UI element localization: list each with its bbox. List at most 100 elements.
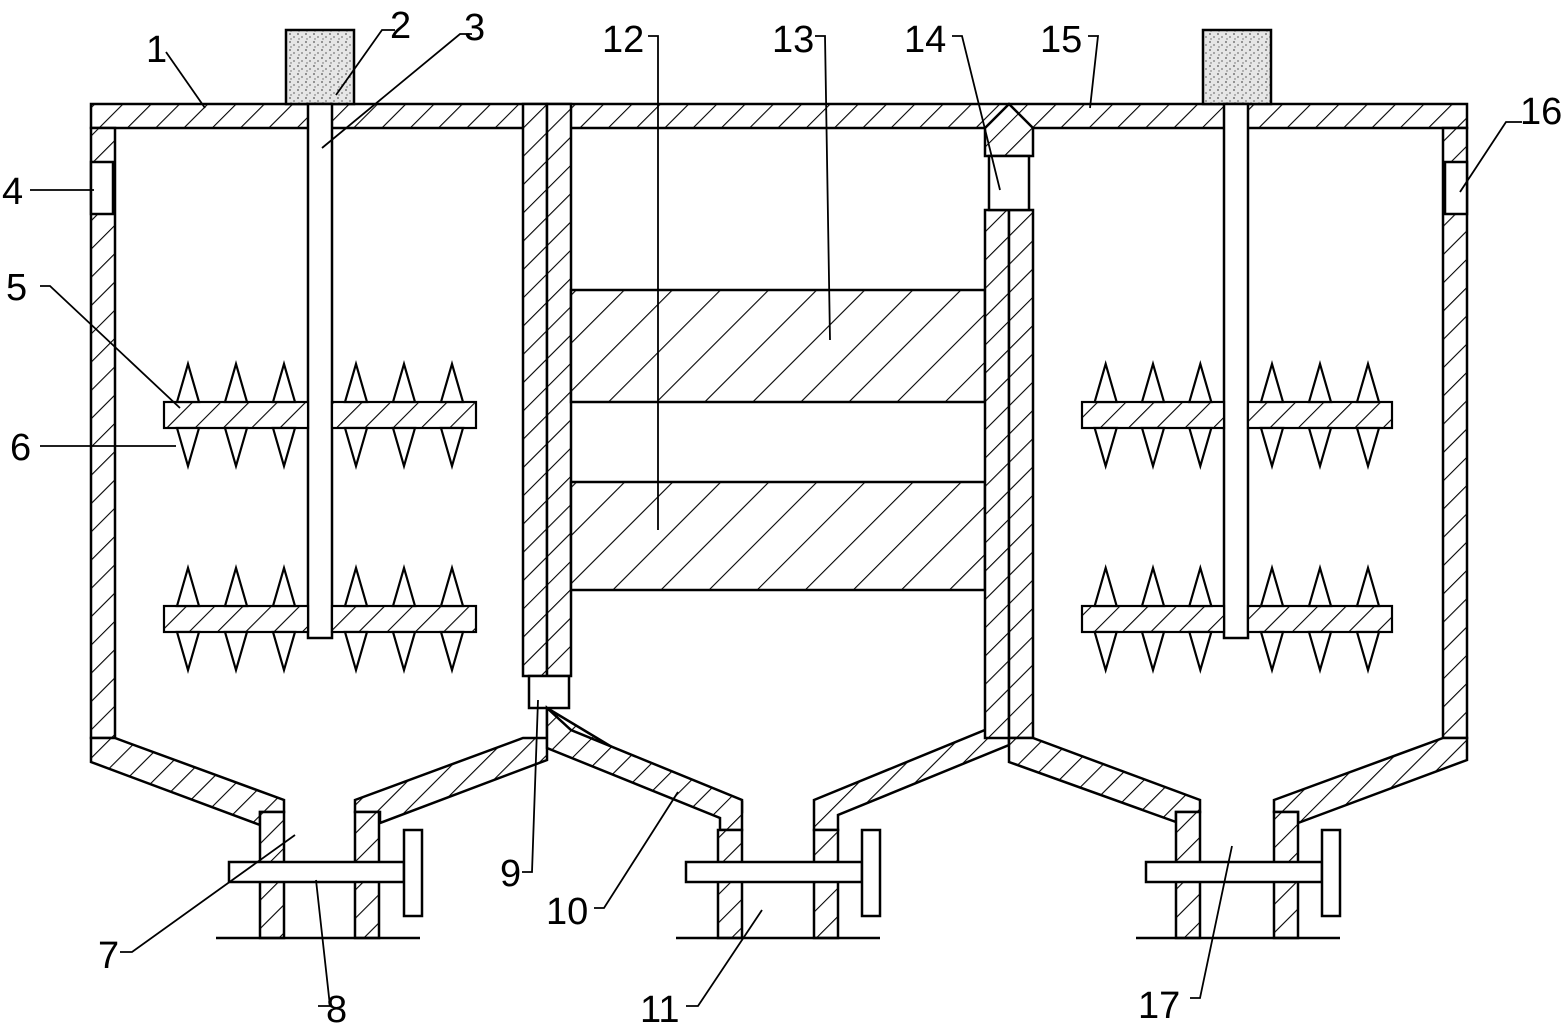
blade-tooth	[175, 564, 201, 608]
right-divider-top	[983, 102, 1035, 158]
blade-tooth	[1140, 360, 1166, 404]
blade-tooth	[1140, 630, 1166, 674]
right-tank-right-funnel	[1272, 736, 1469, 825]
middle-outlet-left-wall	[716, 828, 744, 940]
blade-tooth	[1093, 360, 1119, 404]
blade-tooth	[439, 426, 465, 470]
blade-tooth	[391, 360, 417, 404]
blade-tooth	[343, 426, 369, 470]
blade-tooth	[1187, 630, 1213, 674]
blade-tooth	[391, 564, 417, 608]
blade-tooth	[439, 360, 465, 404]
label-13: 13	[772, 19, 814, 61]
blade-tooth	[1187, 564, 1213, 608]
blade-tooth	[223, 360, 249, 404]
blade-tooth	[1307, 630, 1333, 674]
right-tank-outer-wall	[1441, 126, 1469, 740]
label-15: 15	[1040, 19, 1082, 61]
left-valve-stem	[227, 860, 406, 884]
top-cover	[89, 102, 1469, 130]
blade-tooth	[1355, 630, 1381, 674]
label-3: 3	[464, 7, 485, 49]
stirring-blade	[162, 604, 310, 634]
left-shaft	[306, 102, 334, 640]
right-tank-left-funnel	[1007, 736, 1202, 824]
label-17: 17	[1138, 985, 1180, 1027]
middle-right-funnel	[812, 728, 1011, 832]
left-divider-wall-inner	[545, 102, 573, 678]
filter-layer-lower	[569, 480, 987, 592]
label-6: 6	[10, 427, 31, 469]
blade-tooth	[1355, 564, 1381, 608]
label-11: 11	[640, 989, 679, 1031]
blade-tooth	[271, 564, 297, 608]
right-valve-handle	[1320, 828, 1342, 918]
blade-tooth	[343, 564, 369, 608]
blade-tooth	[1259, 426, 1285, 470]
middle-valve-stem	[684, 860, 864, 884]
middle-outlet-right-wall	[812, 828, 840, 940]
blade-tooth	[223, 564, 249, 608]
right-motor	[1201, 28, 1273, 106]
stirring-blade	[330, 400, 478, 430]
blade-tooth	[223, 426, 249, 470]
left-tank-outer-wall	[89, 126, 117, 740]
label-10: 10	[546, 891, 588, 933]
blade-tooth	[1093, 630, 1119, 674]
blade-tooth	[1259, 360, 1285, 404]
blade-tooth	[223, 630, 249, 674]
blade-tooth	[1259, 630, 1285, 674]
blade-tooth	[1187, 426, 1213, 470]
left-tank-left-funnel	[89, 736, 286, 827]
blade-tooth	[1307, 426, 1333, 470]
left-tank-right-funnel	[353, 736, 549, 825]
blade-tooth	[439, 630, 465, 674]
blade-tooth	[271, 630, 297, 674]
label-5: 5	[6, 267, 27, 309]
blade-tooth	[271, 360, 297, 404]
blade-tooth	[1187, 360, 1213, 404]
left-valve-handle	[402, 828, 424, 918]
right-shaft	[1222, 102, 1250, 640]
blade-tooth	[175, 426, 201, 470]
label-2: 2	[390, 5, 411, 47]
middle-valve-handle	[860, 828, 882, 918]
blade-tooth	[1140, 564, 1166, 608]
stirring-blade	[1080, 604, 1226, 634]
blade-tooth	[1355, 360, 1381, 404]
stirring-blade	[1080, 400, 1226, 430]
label-14: 14	[904, 19, 946, 61]
label-16: 16	[1520, 91, 1562, 133]
right-valve-stem	[1144, 860, 1324, 884]
label-7: 7	[98, 935, 119, 977]
blade-tooth	[1307, 360, 1333, 404]
blade-tooth	[1140, 426, 1166, 470]
right-divider-wall-inner	[1007, 208, 1035, 740]
blade-tooth	[1307, 564, 1333, 608]
blade-tooth	[271, 426, 297, 470]
right-divider-wall	[983, 208, 1011, 740]
label-12: 12	[602, 19, 644, 61]
overflow-port	[987, 154, 1031, 212]
filter-layer-upper	[569, 288, 987, 404]
blade-tooth	[343, 630, 369, 674]
left-divider-wall	[521, 102, 549, 678]
blade-tooth	[439, 564, 465, 608]
label-9: 9	[500, 853, 521, 895]
blade-tooth	[1093, 426, 1119, 470]
label-1: 1	[146, 29, 167, 71]
left-inlet-port	[89, 160, 115, 216]
blade-tooth	[175, 630, 201, 674]
stirring-blade	[1246, 604, 1394, 634]
stirring-blade	[1246, 400, 1394, 430]
stirring-blade	[330, 604, 478, 634]
blade-tooth	[343, 360, 369, 404]
blade-tooth	[175, 360, 201, 404]
right-inlet-port	[1443, 160, 1469, 216]
blade-tooth	[391, 630, 417, 674]
label-8: 8	[326, 989, 347, 1031]
left-motor	[284, 28, 356, 106]
blade-tooth	[1093, 564, 1119, 608]
stirring-blade	[162, 400, 310, 430]
